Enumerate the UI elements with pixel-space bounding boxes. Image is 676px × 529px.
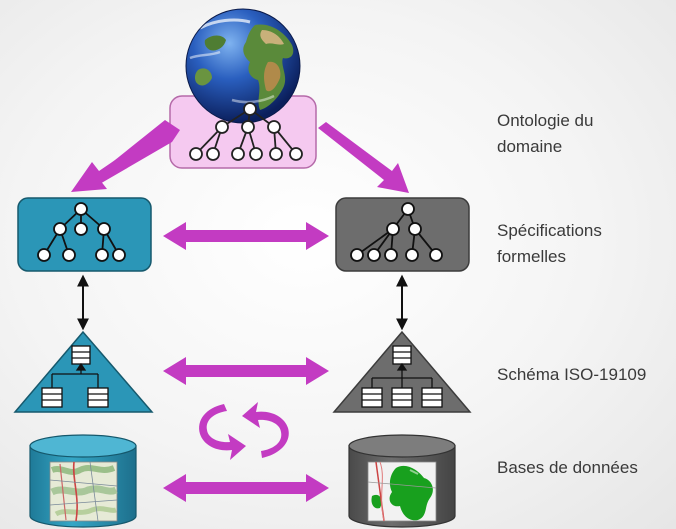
right-uml-class-icon <box>361 345 443 408</box>
cycle-arrows-icon <box>199 402 289 460</box>
right-map-thumbnail <box>367 461 437 522</box>
specifications-label: Spécifications formelles <box>497 221 602 266</box>
left-spec-tree-icon <box>37 202 126 262</box>
left-map-thumbnail <box>49 461 118 522</box>
arrow-database-bidirectional <box>163 474 329 502</box>
databases-label: Bases de données <box>497 458 638 477</box>
right-spec-tree-icon <box>350 202 443 262</box>
ontology-tree-icon <box>189 102 303 161</box>
arrow-schema-bidirectional <box>163 357 329 385</box>
arrow-ontology-to-right-spec <box>318 122 409 193</box>
schema-label: Schéma ISO-19109 <box>497 365 647 384</box>
globe-icon <box>185 8 301 124</box>
arrow-spec-bidirectional <box>163 222 329 250</box>
left-uml-class-icon <box>41 345 109 408</box>
left-schema-triangle <box>13 330 154 413</box>
ontology-label: Ontologie du domaine <box>497 111 594 156</box>
arrow-ontology-to-left-spec <box>71 120 180 192</box>
